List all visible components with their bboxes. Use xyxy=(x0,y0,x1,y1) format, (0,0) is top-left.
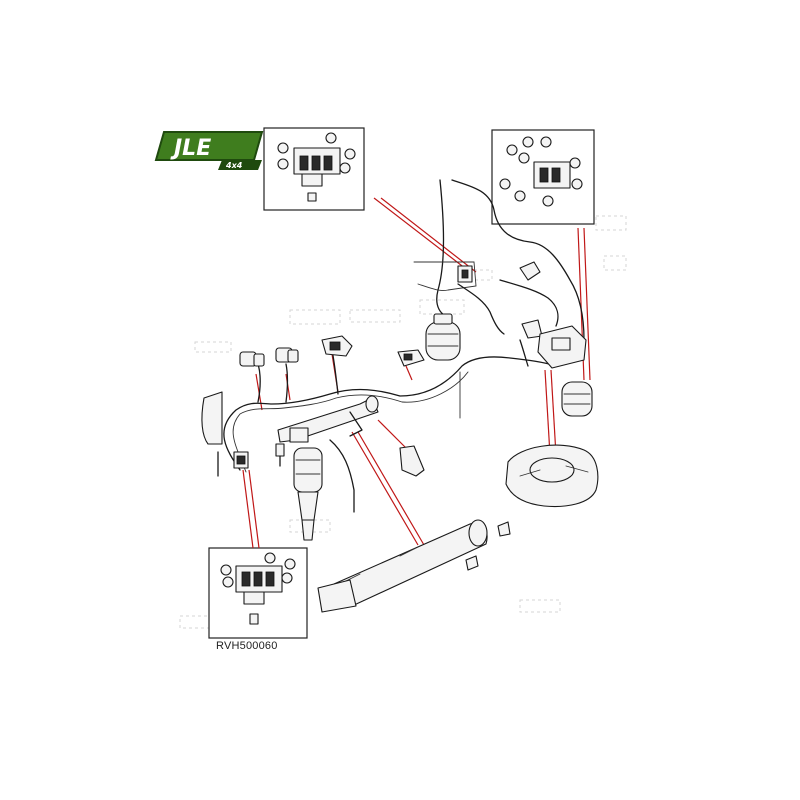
rear-valve-block xyxy=(537,325,587,369)
part-number-caption: RVH500060 xyxy=(216,640,278,652)
connector-right xyxy=(519,261,541,281)
jle-logo: JLE 4x4 xyxy=(154,131,264,170)
inset-valve-block-bottom-left xyxy=(208,547,308,639)
pipe-clips xyxy=(233,261,543,469)
inset-valve-block-top-right xyxy=(491,129,595,225)
logo-sub-text: 4x4 xyxy=(225,161,243,170)
air-reservoir xyxy=(317,519,511,613)
front-strut-center xyxy=(293,447,323,541)
clip-2 xyxy=(275,347,299,363)
sensor-small xyxy=(275,443,285,467)
logo-brand-text: JLE xyxy=(170,136,211,161)
clip-1 xyxy=(239,351,265,367)
leader-lines xyxy=(242,197,591,549)
inset-valve-block-top-left xyxy=(263,127,365,211)
bracket-right xyxy=(521,319,543,339)
compressor-mounted xyxy=(277,395,379,443)
mounting-bracket xyxy=(399,445,425,477)
air-spring-rear-right xyxy=(561,381,593,417)
air-pipes xyxy=(223,179,585,513)
connector-left xyxy=(233,451,249,469)
air-spring-rear-left xyxy=(425,313,461,361)
air-tank-right xyxy=(505,444,599,508)
clip-4 xyxy=(397,349,425,367)
front-strut-left xyxy=(201,391,223,477)
connector-center xyxy=(457,265,473,283)
clip-3 xyxy=(321,335,353,357)
